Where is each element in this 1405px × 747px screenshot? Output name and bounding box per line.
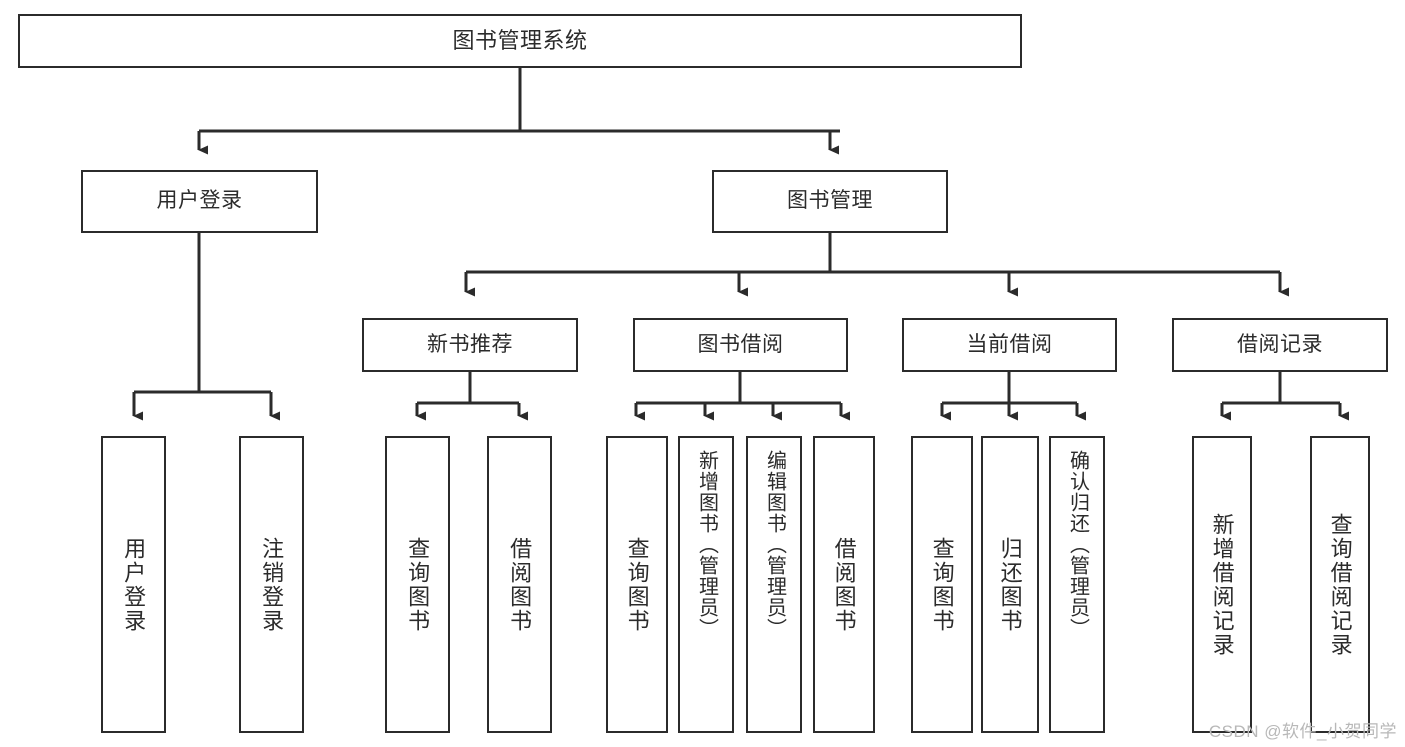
node-label: 注销登录 bbox=[259, 536, 285, 633]
node-label: 借阅图书 bbox=[507, 536, 533, 633]
node-user-login[interactable]: 用户登录 bbox=[81, 170, 318, 233]
node-label: 图书管理 bbox=[787, 189, 873, 213]
edge-group-current-borrow bbox=[940, 372, 1086, 421]
leaf-add-borrow-record[interactable]: 新增借阅记录 bbox=[1192, 436, 1252, 733]
node-label: 借阅图书 bbox=[831, 536, 857, 633]
leaf-borrow-book-borrow[interactable]: 借阅图书 bbox=[813, 436, 875, 733]
node-root-system[interactable]: 图书管理系统 bbox=[18, 14, 1022, 68]
edge-group-book-manage bbox=[464, 233, 1289, 297]
leaf-user-login[interactable]: 用户登录 bbox=[101, 436, 166, 733]
edge-group-new-book-recommend bbox=[415, 372, 528, 421]
leaf-query-book-recommend[interactable]: 查询图书 bbox=[385, 436, 450, 733]
node-label: 图书借阅 bbox=[697, 332, 784, 356]
node-label: 查询图书 bbox=[624, 536, 650, 633]
leaf-query-borrow-record[interactable]: 查询借阅记录 bbox=[1310, 436, 1370, 733]
edge-group-borrow-record bbox=[1220, 372, 1349, 421]
node-label: 查询图书 bbox=[405, 536, 431, 633]
node-label: 查询图书 bbox=[929, 536, 955, 633]
node-book-borrow[interactable]: 图书借阅 bbox=[633, 318, 848, 372]
leaf-return-book[interactable]: 归还图书 bbox=[981, 436, 1039, 733]
leaf-edit-book-admin[interactable]: 编辑图书（管理员） bbox=[746, 436, 802, 733]
edge-group-root bbox=[197, 68, 840, 155]
node-label: 归还图书 bbox=[997, 536, 1023, 633]
leaf-borrow-book-recommend[interactable]: 借阅图书 bbox=[487, 436, 552, 733]
leaf-logout-login[interactable]: 注销登录 bbox=[239, 436, 304, 733]
node-label: 新书推荐 bbox=[427, 332, 513, 356]
node-label: 借阅记录 bbox=[1237, 332, 1323, 356]
node-label: 用户登录 bbox=[156, 189, 243, 213]
node-label: 当前借阅 bbox=[966, 332, 1053, 356]
node-label: 新增图书（管理员） bbox=[695, 450, 718, 639]
edge-group-user-login bbox=[132, 233, 280, 421]
node-label: 图书管理系统 bbox=[452, 28, 588, 54]
node-label: 新增借阅记录 bbox=[1209, 512, 1235, 657]
node-label: 确认归还（管理员） bbox=[1066, 450, 1089, 639]
leaf-confirm-return-admin[interactable]: 确认归还（管理员） bbox=[1049, 436, 1105, 733]
edge-group-book-borrow bbox=[634, 372, 850, 421]
leaf-query-book-current[interactable]: 查询图书 bbox=[911, 436, 973, 733]
node-book-manage[interactable]: 图书管理 bbox=[712, 170, 948, 233]
leaf-query-book-borrow[interactable]: 查询图书 bbox=[606, 436, 668, 733]
node-label: 用户登录 bbox=[121, 536, 147, 633]
node-label: 编辑图书（管理员） bbox=[763, 450, 786, 639]
node-current-borrow[interactable]: 当前借阅 bbox=[902, 318, 1117, 372]
node-new-book-recommend[interactable]: 新书推荐 bbox=[362, 318, 578, 372]
node-borrow-record[interactable]: 借阅记录 bbox=[1172, 318, 1388, 372]
leaf-add-book-admin[interactable]: 新增图书（管理员） bbox=[678, 436, 734, 733]
node-label: 查询借阅记录 bbox=[1327, 512, 1353, 657]
